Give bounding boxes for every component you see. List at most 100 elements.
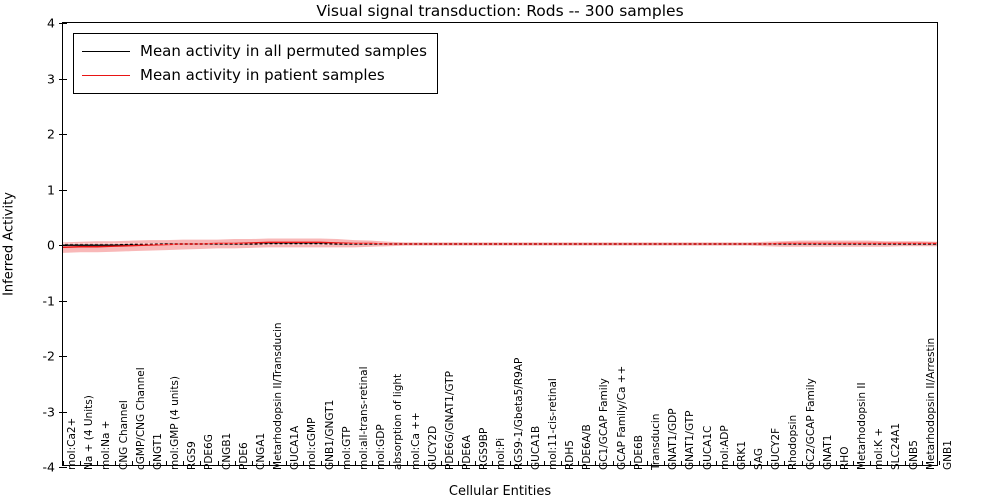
x-tick-label: Metarhodopsin II/Arrestin [924,337,937,470]
x-tick-label: GUCA1A [289,425,302,470]
x-tick-mark [131,461,133,465]
y-tick-mark [59,134,63,135]
legend-item-permuted: Mean activity in all permuted samples [82,39,427,63]
x-tick-label: RHO [838,446,851,470]
x-tick-mark [423,461,425,465]
legend: Mean activity in all permuted samples Me… [73,33,438,94]
x-tick-mark [166,461,168,465]
x-tick-label: mol:K + [873,427,886,470]
x-tick-mark [251,461,253,465]
x-tick-label: RGS9 [186,441,199,470]
patient-variability-band [63,238,937,253]
legend-label-patient: Mean activity in patient samples [140,66,385,84]
y-tick-mark [59,245,63,246]
x-tick-mark [114,461,116,465]
y-tick-mark [59,78,63,80]
x-tick-label: GNB5 [907,440,920,470]
x-tick-label: PDE6G [203,434,216,470]
y-tick-label: 0 [47,237,55,253]
y-tick-label: 2 [47,126,55,142]
x-tick-mark [440,461,442,465]
x-tick-mark [337,461,339,465]
x-tick-mark [303,461,305,465]
y-tick-mark-inner [63,78,67,80]
x-tick-label: GCAP Family/Ca ++ [615,365,628,470]
x-tick-label: SLC24A1 [890,422,903,470]
x-tick-label: mol:ADP [718,425,731,470]
y-tick-mark [59,23,63,24]
x-tick-label: absorption of light [392,373,405,470]
y-tick-mark-inner [63,134,67,135]
x-tick-label: mol:GDP [375,424,388,470]
x-tick-label: mol:all-trans-retinal [358,366,370,470]
x-tick-mark [767,461,769,465]
x-tick-label: PDE6A [461,435,474,470]
x-tick-mark [492,461,494,465]
x-tick-mark [629,461,631,465]
legend-item-patient: Mean activity in patient samples [82,63,427,87]
x-tick-mark [853,461,855,465]
x-tick-mark [698,461,700,465]
x-tick-mark [372,461,374,465]
x-tick-label: Metarhodopsin II/Transducin [272,322,285,470]
x-tick-mark [578,461,580,465]
x-tick-mark [664,461,666,465]
legend-label-permuted: Mean activity in all permuted samples [140,42,427,60]
x-tick-label: Rhodopsin [787,414,800,470]
x-tick-mark [80,461,82,465]
x-tick-label: GRK1 [735,441,748,470]
x-tick-mark [904,461,906,465]
x-tick-label: Na + (4 Units) [83,395,96,470]
y-tick-label: 3 [47,71,55,86]
x-tick-label: mol:GMP (4 units) [169,376,182,470]
x-tick-label: mol:Ca ++ [409,412,422,470]
x-tick-mark [818,461,820,465]
x-tick-mark [715,461,717,465]
x-tick-mark [355,461,356,465]
x-tick-mark [217,461,219,465]
y-tick-mark [59,356,63,357]
x-tick-label: RGS9BP [478,427,491,470]
x-tick-mark [595,461,597,465]
x-axis-label: Cellular Entities [448,484,552,499]
y-tick-mark-inner [63,245,67,246]
x-tick-label: GUCY2F [770,427,783,470]
x-tick-label: mol:11-cis-retinal [546,378,559,470]
x-tick-mark [97,461,99,465]
chart-title: Visual signal transduction: Rods -- 300 … [316,2,684,20]
x-tick-mark [784,461,786,465]
x-tick-label: GNB1 [942,440,954,470]
x-tick-label: GNB1/GNGT1 [323,399,336,470]
x-tick-label: GUCY2D [426,425,439,470]
x-tick-mark [406,461,408,465]
x-tick-mark [475,461,477,465]
x-tick-label: Transducin [650,413,662,470]
x-tick-label: CNG Channel [117,400,130,470]
x-tick-mark [921,461,923,465]
y-tick-label: -3 [42,404,55,419]
x-tick-label: CNGA1 [254,432,267,470]
x-tick-mark [887,461,889,465]
x-tick-label: GUCA1B [529,425,542,470]
x-tick-mark [939,461,940,465]
x-tick-mark [732,461,734,465]
y-tick-mark-inner [63,411,67,413]
x-tick-mark [458,461,460,465]
x-tick-label: cGMP/CNG Channel [134,367,147,470]
x-tick-label: RDH5 [564,440,577,470]
y-tick-mark-inner [63,356,67,357]
x-tick-label: PDE6B [632,435,645,470]
x-tick-label: GUCA1C [701,425,714,470]
x-tick-label: PDE6A/B [581,424,594,470]
y-tick-label: 1 [47,182,55,197]
x-tick-label: PDE6G/GNAT1/GTP [443,371,456,470]
x-tick-mark [63,461,64,465]
x-tick-label: SAG [753,448,766,470]
x-tick-mark [509,461,511,465]
x-tick-label: mol:cGMP [306,417,319,470]
x-tick-label: mol:Pi [495,437,508,470]
x-tick-mark [526,461,528,465]
x-tick-label: GC2/GCAP Family [804,378,817,470]
y-tick-mark-inner [63,467,67,468]
